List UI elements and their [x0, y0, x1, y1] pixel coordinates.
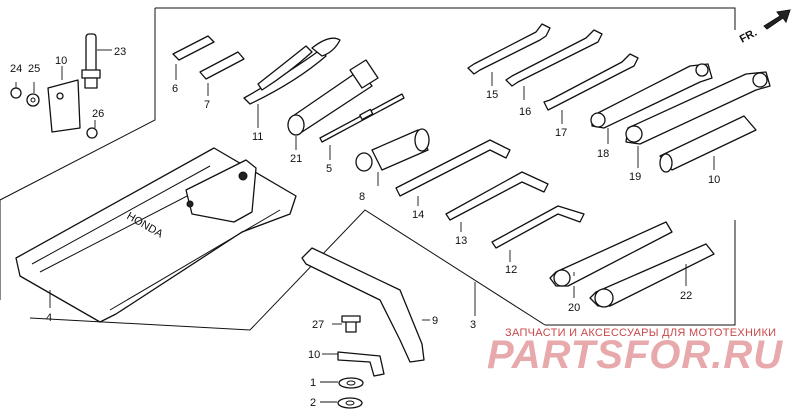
callout-18: 17	[555, 127, 567, 139]
callout-19: 18	[597, 148, 609, 160]
tool-bag-4: HONDA	[15, 147, 297, 323]
front-direction-arrow: FR.	[738, 9, 791, 46]
pin-bolt-24	[81, 33, 112, 89]
watermark-tagline: ЗАПЧАСТИ И АКСЕССУАРЫ ДЛЯ МОТОТЕХНИКИ	[505, 327, 777, 339]
callout-5: 5	[326, 163, 332, 175]
nut-25	[10, 82, 22, 99]
hex-key-15	[395, 139, 511, 206]
callout-25: 24	[10, 63, 22, 75]
callout-27: 26	[92, 108, 104, 120]
callout-1: 1	[310, 377, 316, 389]
callout-16: 15	[486, 89, 498, 101]
holder-bracket-10	[47, 66, 81, 133]
hex-key-14	[445, 171, 549, 232]
kit-frame	[0, 7, 736, 331]
callout-10-lower: 10	[308, 349, 320, 361]
tool-band-9	[301, 247, 430, 363]
callout-9: 9	[432, 315, 438, 327]
open-wrench-16	[467, 23, 551, 86]
washer-2	[320, 397, 363, 409]
callout-15: 14	[412, 209, 424, 221]
callout-12: 10	[708, 174, 720, 186]
box-wrench-19	[590, 63, 713, 144]
screw-27	[86, 120, 98, 139]
bolt-28	[332, 315, 361, 333]
callout-21: 20	[568, 302, 580, 314]
callout-14: 13	[455, 235, 467, 247]
socket-wrench-22	[287, 59, 379, 150]
callout-11: 11	[252, 131, 263, 143]
callout-10-upper: 10	[55, 55, 67, 67]
callout-17: 16	[519, 106, 531, 118]
callout-22: 21	[290, 153, 302, 165]
washer-1	[320, 377, 364, 389]
callout-3: 3	[470, 319, 476, 331]
callout-28: 27	[312, 319, 324, 331]
screwdriver-handle-8	[355, 128, 430, 186]
svg-text:FR.: FR.	[738, 27, 759, 46]
screwdriver-5	[319, 93, 405, 160]
callout-7: 7	[204, 99, 210, 111]
box-wrench-20	[625, 71, 771, 168]
ring-spanner-23	[589, 243, 715, 308]
tool-bar-6	[172, 35, 215, 80]
callout-6: 6	[172, 83, 178, 95]
extension-sleeve-12	[659, 115, 757, 173]
callout-4: 4	[46, 312, 52, 324]
open-wrench-17	[505, 29, 603, 100]
callout-20: 19	[629, 171, 641, 183]
band-bracket-10	[322, 351, 385, 377]
callout-24: 23	[114, 46, 126, 58]
pin-spanner-21	[549, 221, 673, 298]
washer-26	[26, 82, 40, 107]
callout-23: 22	[680, 290, 692, 302]
watermark-logo: PARTSFOR.RU	[487, 333, 784, 377]
callout-2: 2	[310, 397, 316, 409]
hex-key-13	[491, 205, 585, 262]
open-wrench-18	[543, 53, 639, 124]
tool-bar-7	[199, 51, 245, 96]
callout-26: 25	[28, 63, 40, 75]
callout-8: 8	[359, 191, 365, 203]
callout-13: 12	[505, 264, 517, 276]
pliers-11	[243, 37, 341, 128]
